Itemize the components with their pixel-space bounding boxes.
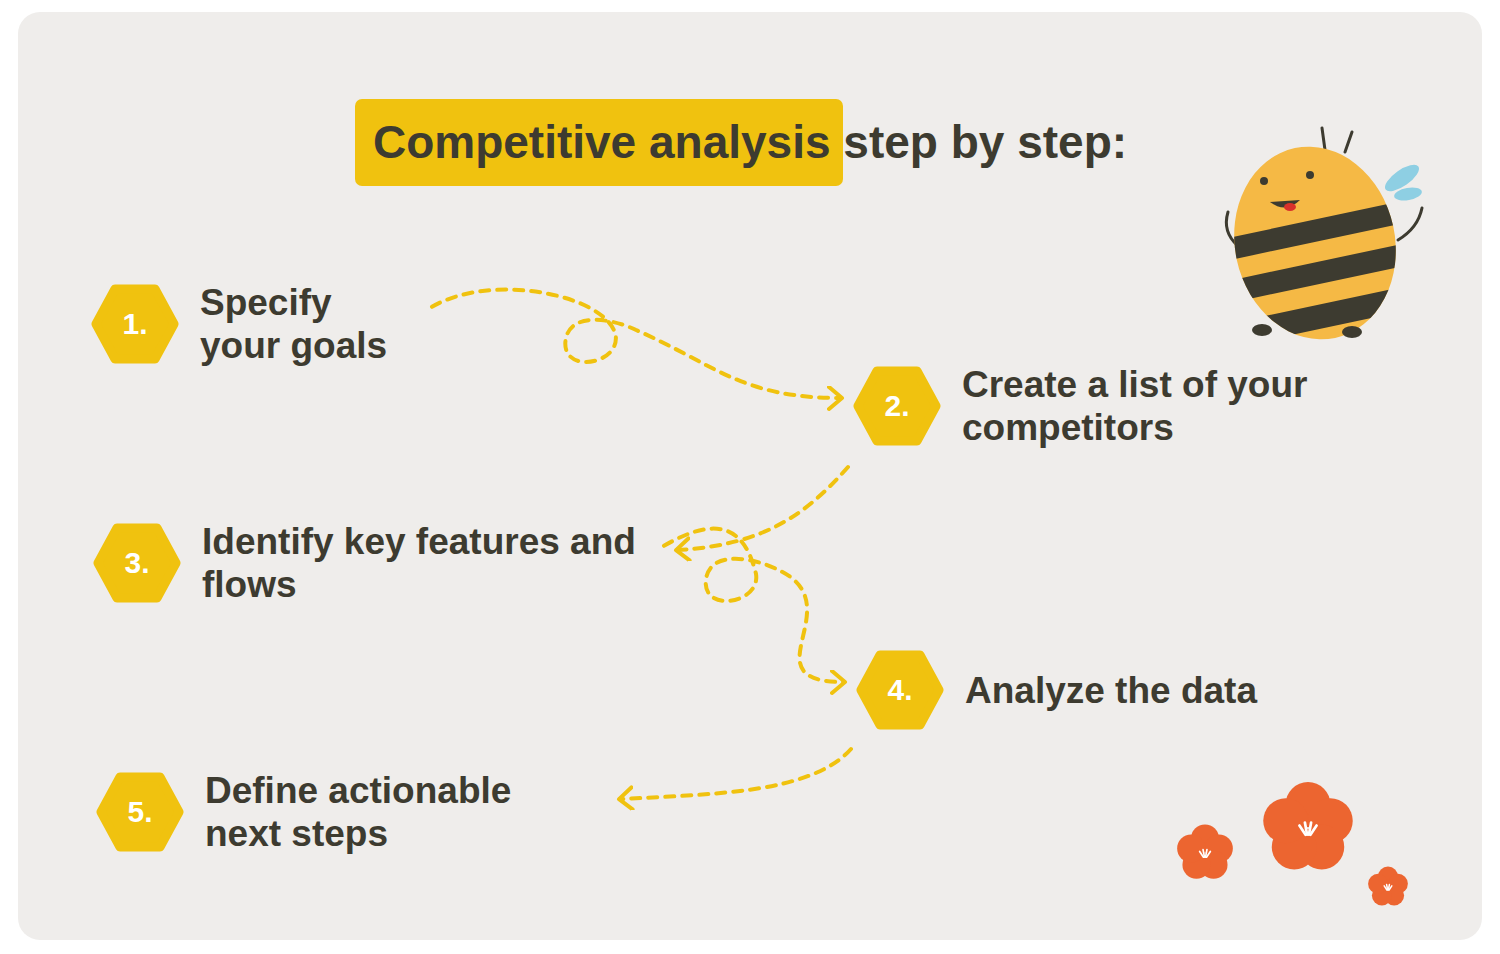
flower-stamen [1305, 823, 1307, 835]
step-hexagon: 5. [96, 771, 184, 853]
dashed-arrow [620, 749, 851, 799]
flower-petal [1177, 835, 1205, 863]
step-label: Create a list of your competitors [962, 363, 1362, 449]
flower-stamen [1203, 850, 1204, 858]
step-node: 5. Define actionable next steps [96, 769, 595, 855]
step-number: 5. [96, 771, 184, 853]
step-hexagon: 4. [856, 649, 944, 731]
dashed-arrow [432, 290, 841, 398]
step-label: Identify key features and flows [202, 520, 652, 606]
step-label: Specify your goals [200, 281, 420, 367]
step-label: Analyze the data [965, 669, 1257, 712]
step-node: 1. Specify your goals [91, 281, 420, 367]
step-hexagon: 2. [853, 365, 941, 447]
dashed-arrow [677, 467, 848, 550]
dashed-arrow [664, 529, 844, 682]
step-number: 3. [93, 522, 181, 604]
step-number: 2. [853, 365, 941, 447]
flower-stamen [1207, 851, 1211, 857]
bee [1198, 128, 1455, 355]
step-hexagon: 3. [93, 522, 181, 604]
flower-petal [1263, 798, 1308, 843]
flower-stamen [1389, 886, 1392, 890]
step-number: 4. [856, 649, 944, 731]
title: Competitive analysis step by step: [0, 114, 1500, 170]
step-node: 4. Analyze the data [856, 649, 1257, 731]
step-node: 3. Identify key features and flows [93, 520, 652, 606]
step-node: 2. Create a list of your competitors [853, 363, 1362, 449]
step-number: 1. [91, 283, 179, 365]
flowers [1177, 782, 1408, 905]
step-hexagon: 1. [91, 283, 179, 365]
flower-petal [1368, 874, 1388, 894]
step-label: Define actionable next steps [205, 769, 595, 855]
flower-stamen [1310, 826, 1316, 835]
